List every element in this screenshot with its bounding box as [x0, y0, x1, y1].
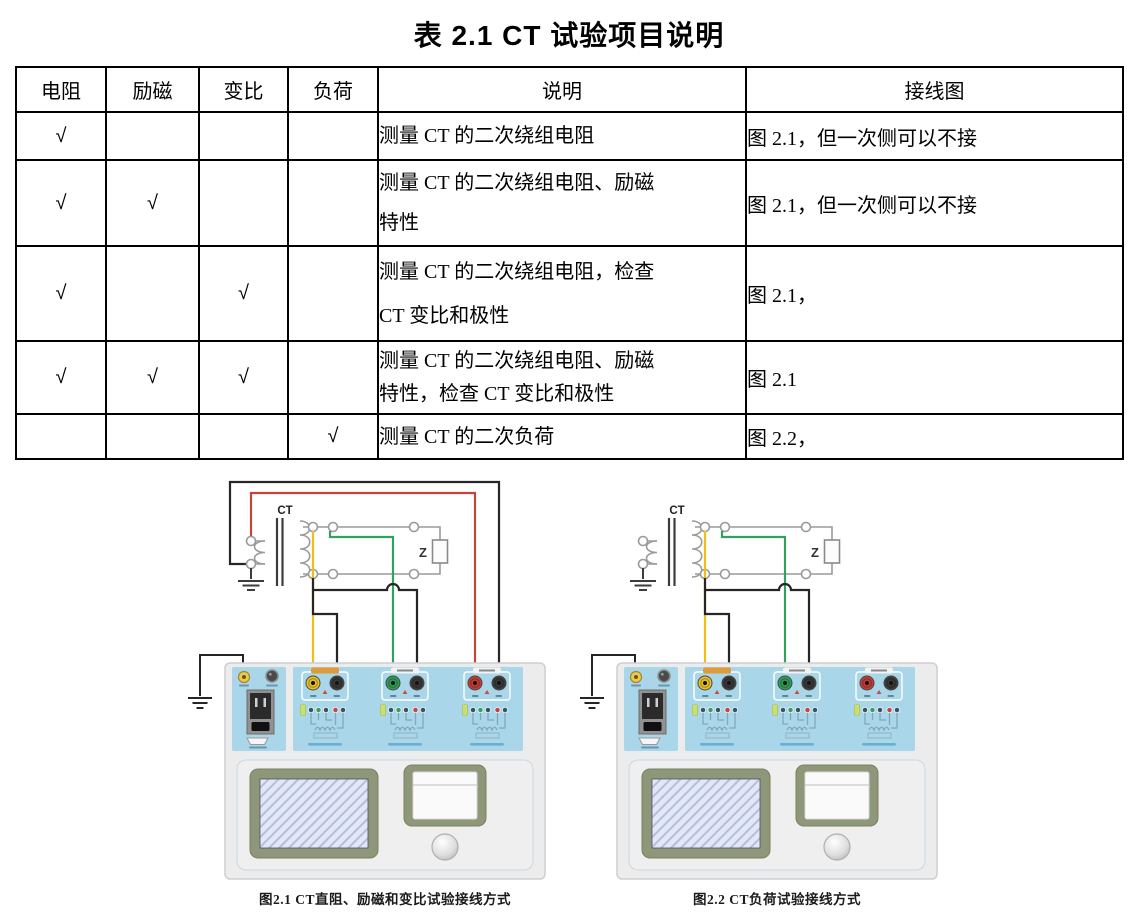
figure-2-2: 图2.2 CT负荷试验接线方式 — [579, 503, 937, 907]
check-cell: √ — [287, 413, 379, 460]
page-title: 表 2.1 CT 试验项目说明 — [413, 20, 725, 51]
diagram-ref-cell: 图 2.1， — [745, 245, 1124, 342]
check-cell — [287, 340, 379, 415]
check-cell — [15, 413, 107, 460]
check-cell — [105, 111, 200, 161]
wire-red-primary — [249, 491, 477, 676]
diagram-ref-cell: 图 2.1，但一次侧可以不接 — [745, 111, 1124, 161]
diagram-ref-cell: 图 2.1 — [745, 340, 1124, 415]
description-cell: 测量 CT 的二次绕组电阻、励磁 特性 — [377, 159, 747, 247]
col-header-description: 说明 — [377, 66, 747, 113]
check-cell — [287, 245, 379, 342]
figure-caption-left: 图2.1 CT直阻、励磁和变比试验接线方式 — [259, 891, 511, 907]
diagram-ref-cell: 图 2.1，但一次侧可以不接 — [745, 159, 1124, 247]
figure-2-1: 图2.1 CT直阻、励磁和变比试验接线方式 — [187, 480, 545, 907]
description-cell: 测量 CT 的二次负荷 — [377, 413, 747, 460]
test-instrument — [617, 663, 937, 879]
test-instrument — [225, 663, 545, 879]
check-cell — [198, 413, 289, 460]
col-header-ratio: 变比 — [198, 66, 289, 113]
check-cell: √ — [15, 340, 107, 415]
ct-test-table: 电阻 励磁 变比 负荷 说明 接线图 √ 测量 CT 的二次绕组电阻 图 2.1… — [15, 66, 1124, 460]
col-header-wiring-diagram: 接线图 — [745, 66, 1124, 113]
check-cell — [105, 413, 200, 460]
check-cell: √ — [15, 245, 107, 342]
col-header-resistance: 电阻 — [15, 66, 107, 113]
col-header-excitation: 励磁 — [105, 66, 200, 113]
check-cell — [287, 111, 379, 161]
check-cell: √ — [15, 111, 107, 161]
figure-caption-right: 图2.2 CT负荷试验接线方式 — [693, 891, 861, 907]
table-row: √ 测量 CT 的二次绕组电阻 图 2.1，但一次侧可以不接 — [15, 111, 1124, 161]
check-cell — [198, 111, 289, 161]
description-cell: 测量 CT 的二次绕组电阻、励磁 特性，检查 CT 变比和极性 — [377, 340, 747, 415]
description-cell: 测量 CT 的二次绕组电阻，检查 CT 变比和极性 — [377, 245, 747, 342]
check-cell: √ — [15, 159, 107, 247]
table-row: √ √ 测量 CT 的二次绕组电阻、励磁 特性 图 2.1，但一次侧可以不接 — [15, 159, 1124, 247]
ct-schematic — [236, 503, 449, 592]
check-cell: √ — [198, 340, 289, 415]
description-cell: 测量 CT 的二次绕组电阻 — [377, 111, 747, 161]
check-cell: √ — [198, 245, 289, 342]
wire-black-primary-loop — [228, 480, 501, 676]
check-cell — [287, 159, 379, 247]
check-cell — [105, 245, 200, 342]
ct-schematic — [628, 503, 841, 592]
check-cell: √ — [105, 159, 200, 247]
diagram-ref-cell: 图 2.2， — [745, 413, 1124, 460]
table-row: √ 测量 CT 的二次负荷 图 2.2， — [15, 413, 1124, 460]
check-cell — [198, 159, 289, 247]
col-header-burden: 负荷 — [287, 66, 379, 113]
table-header-row: 电阻 励磁 变比 负荷 说明 接线图 — [15, 66, 1124, 113]
check-cell: √ — [105, 340, 200, 415]
table-row: √ √ √ 测量 CT 的二次绕组电阻、励磁 特性，检查 CT 变比和极性 图 … — [15, 340, 1124, 415]
table-row: √ √ 测量 CT 的二次绕组电阻，检查 CT 变比和极性 图 2.1， — [15, 245, 1124, 342]
